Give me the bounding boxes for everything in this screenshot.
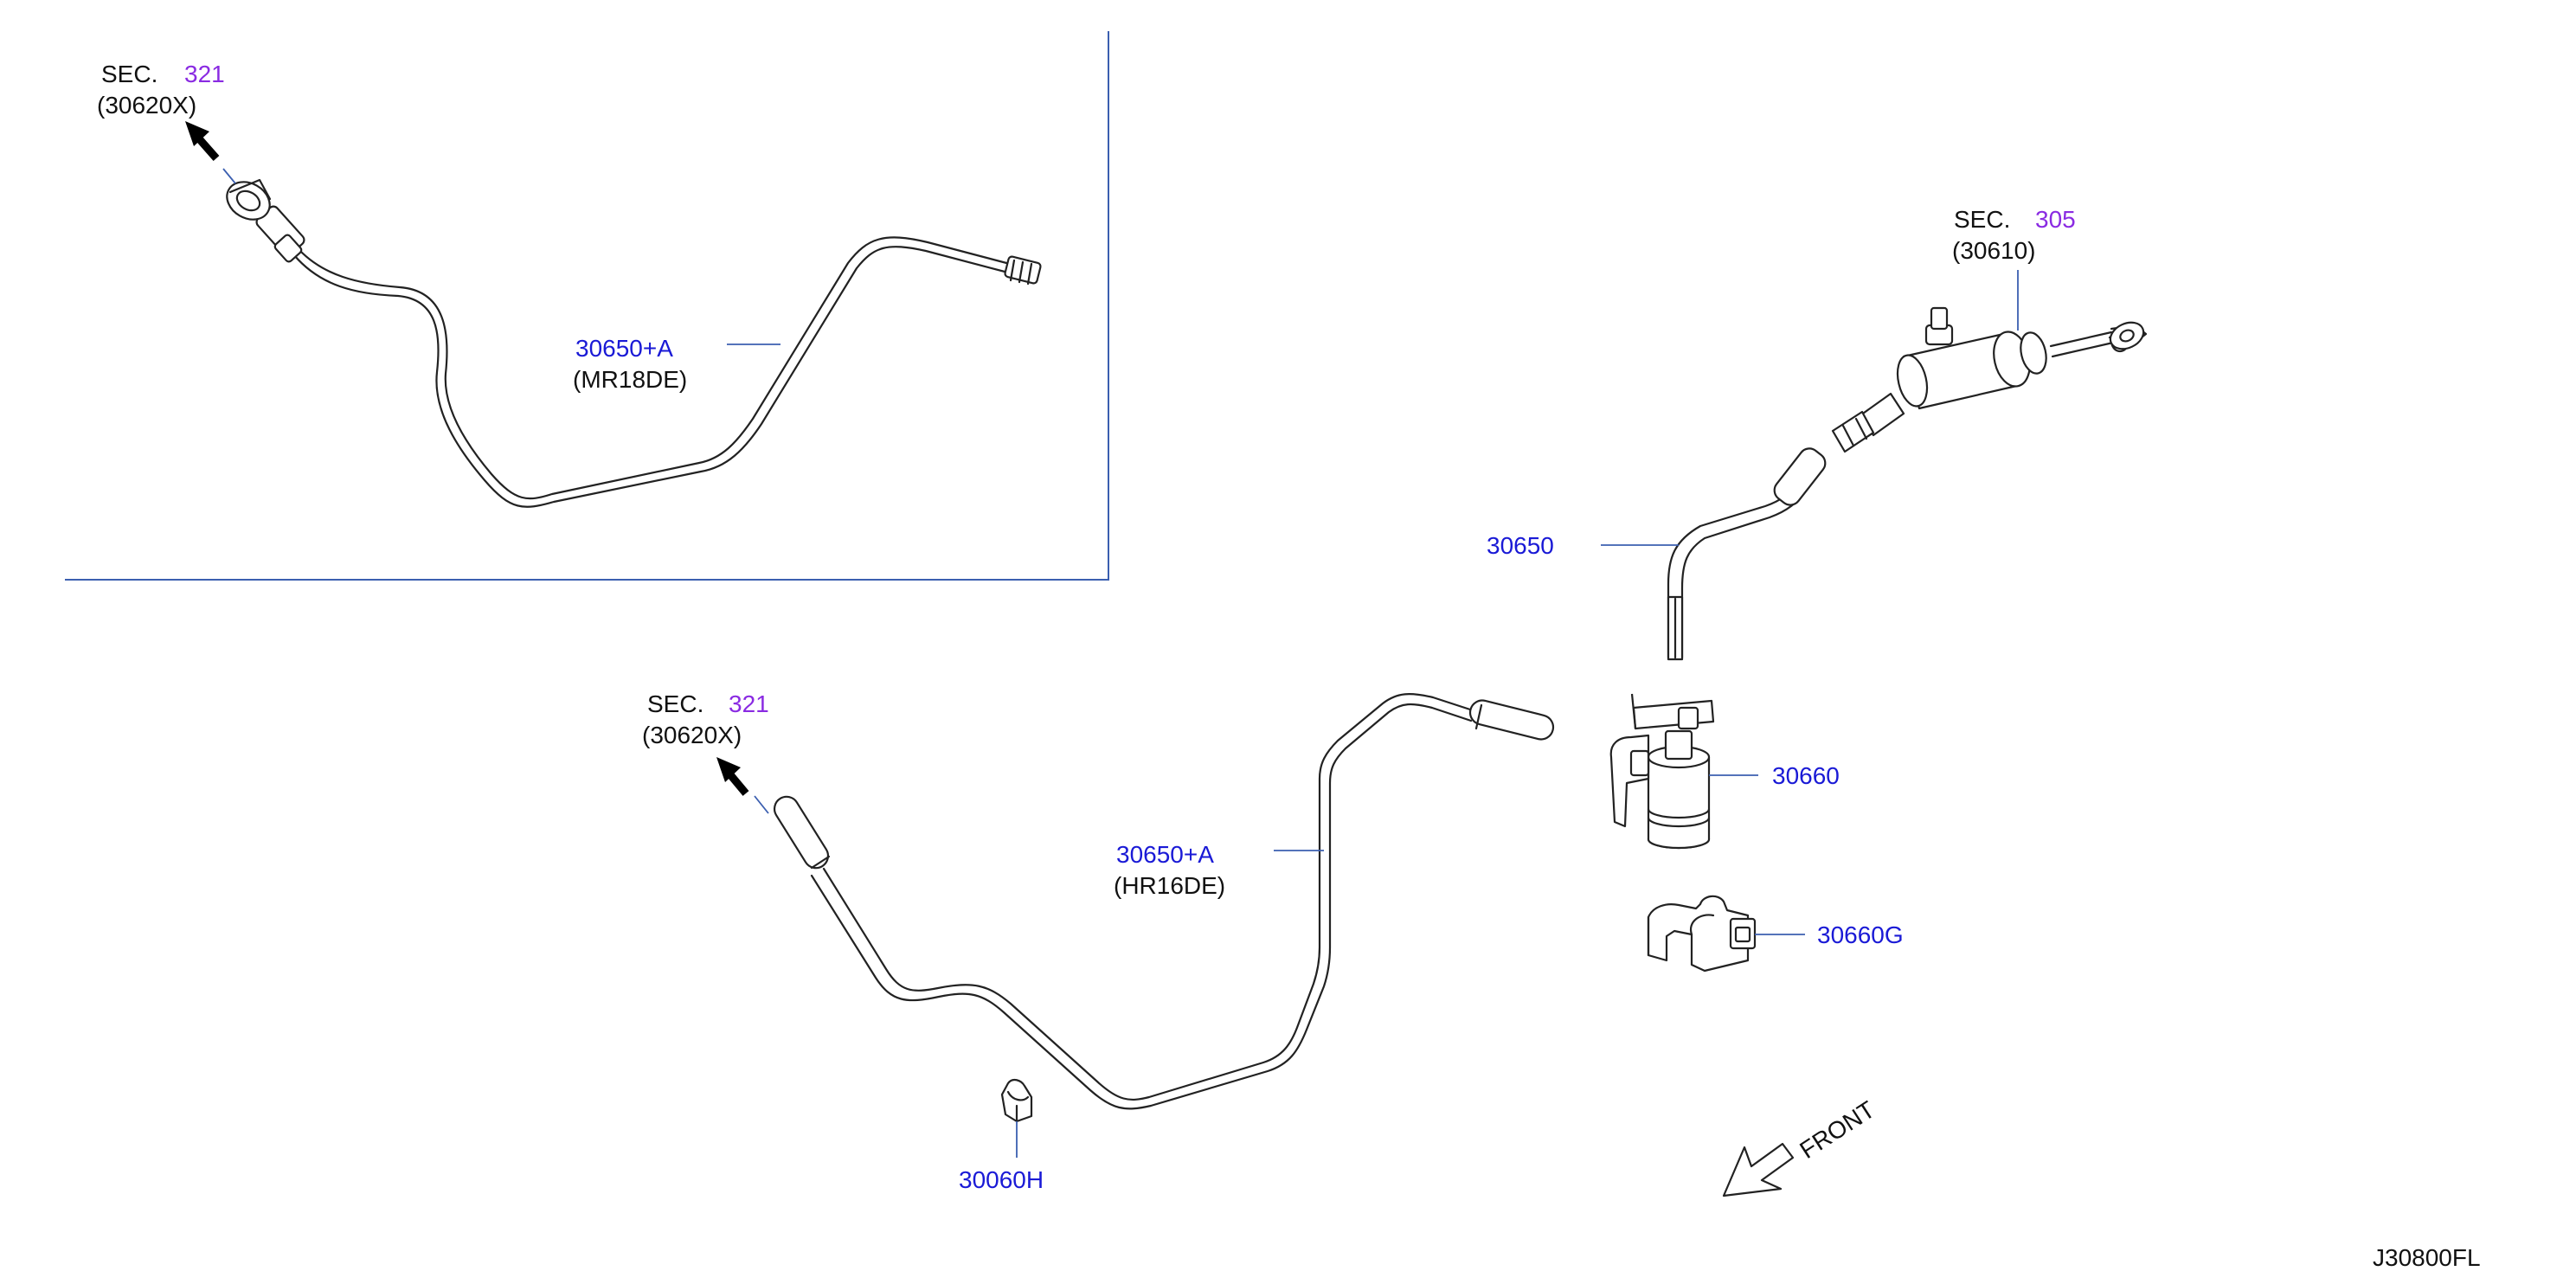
top-sec-part: (30620X) <box>97 92 196 119</box>
pipe-clip <box>1000 1078 1033 1123</box>
bracket-part-number: 30660G <box>1817 921 1904 948</box>
damper-part-number: 30660 <box>1772 762 1840 789</box>
mid-sec-part: (30620X) <box>642 722 742 748</box>
top-sec-prefix: SEC. <box>101 61 157 87</box>
clip-part-number: 30060H <box>959 1166 1044 1193</box>
hr16de-clutch-pipe <box>754 693 1555 1110</box>
front-arrow-icon <box>1722 1142 1795 1197</box>
clutch-hose <box>1667 447 1827 661</box>
clutch-master-cylinder <box>1831 306 2148 453</box>
top-pipe-engine: (MR18DE) <box>573 366 687 393</box>
mid-sec-prefix: SEC. <box>647 690 703 717</box>
main-pipe-engine: (HR16DE) <box>1114 872 1225 899</box>
connect-arrow-icon <box>716 757 749 796</box>
damper-bracket <box>1647 895 1757 973</box>
main-pipe-part-number: 30650+A <box>1116 841 1214 868</box>
master-sec-part: (30610) <box>1952 237 2036 264</box>
inset-frame <box>65 31 1109 581</box>
diagram-code: J30800FL <box>2373 1244 2481 1271</box>
mr18de-clutch-pipe <box>222 168 1042 508</box>
hose-part-number: 30650 <box>1487 532 1554 559</box>
mid-sec-number: 321 <box>729 690 769 717</box>
connect-arrow-icon <box>185 121 220 161</box>
front-label: FRONT <box>1795 1096 1879 1165</box>
top-pipe-part-number: 30650+A <box>575 335 673 362</box>
clutch-damper <box>1609 693 1715 850</box>
top-sec-number: 321 <box>184 61 225 87</box>
master-sec-number: 305 <box>2035 206 2076 233</box>
master-sec-prefix: SEC. <box>1954 206 2010 233</box>
